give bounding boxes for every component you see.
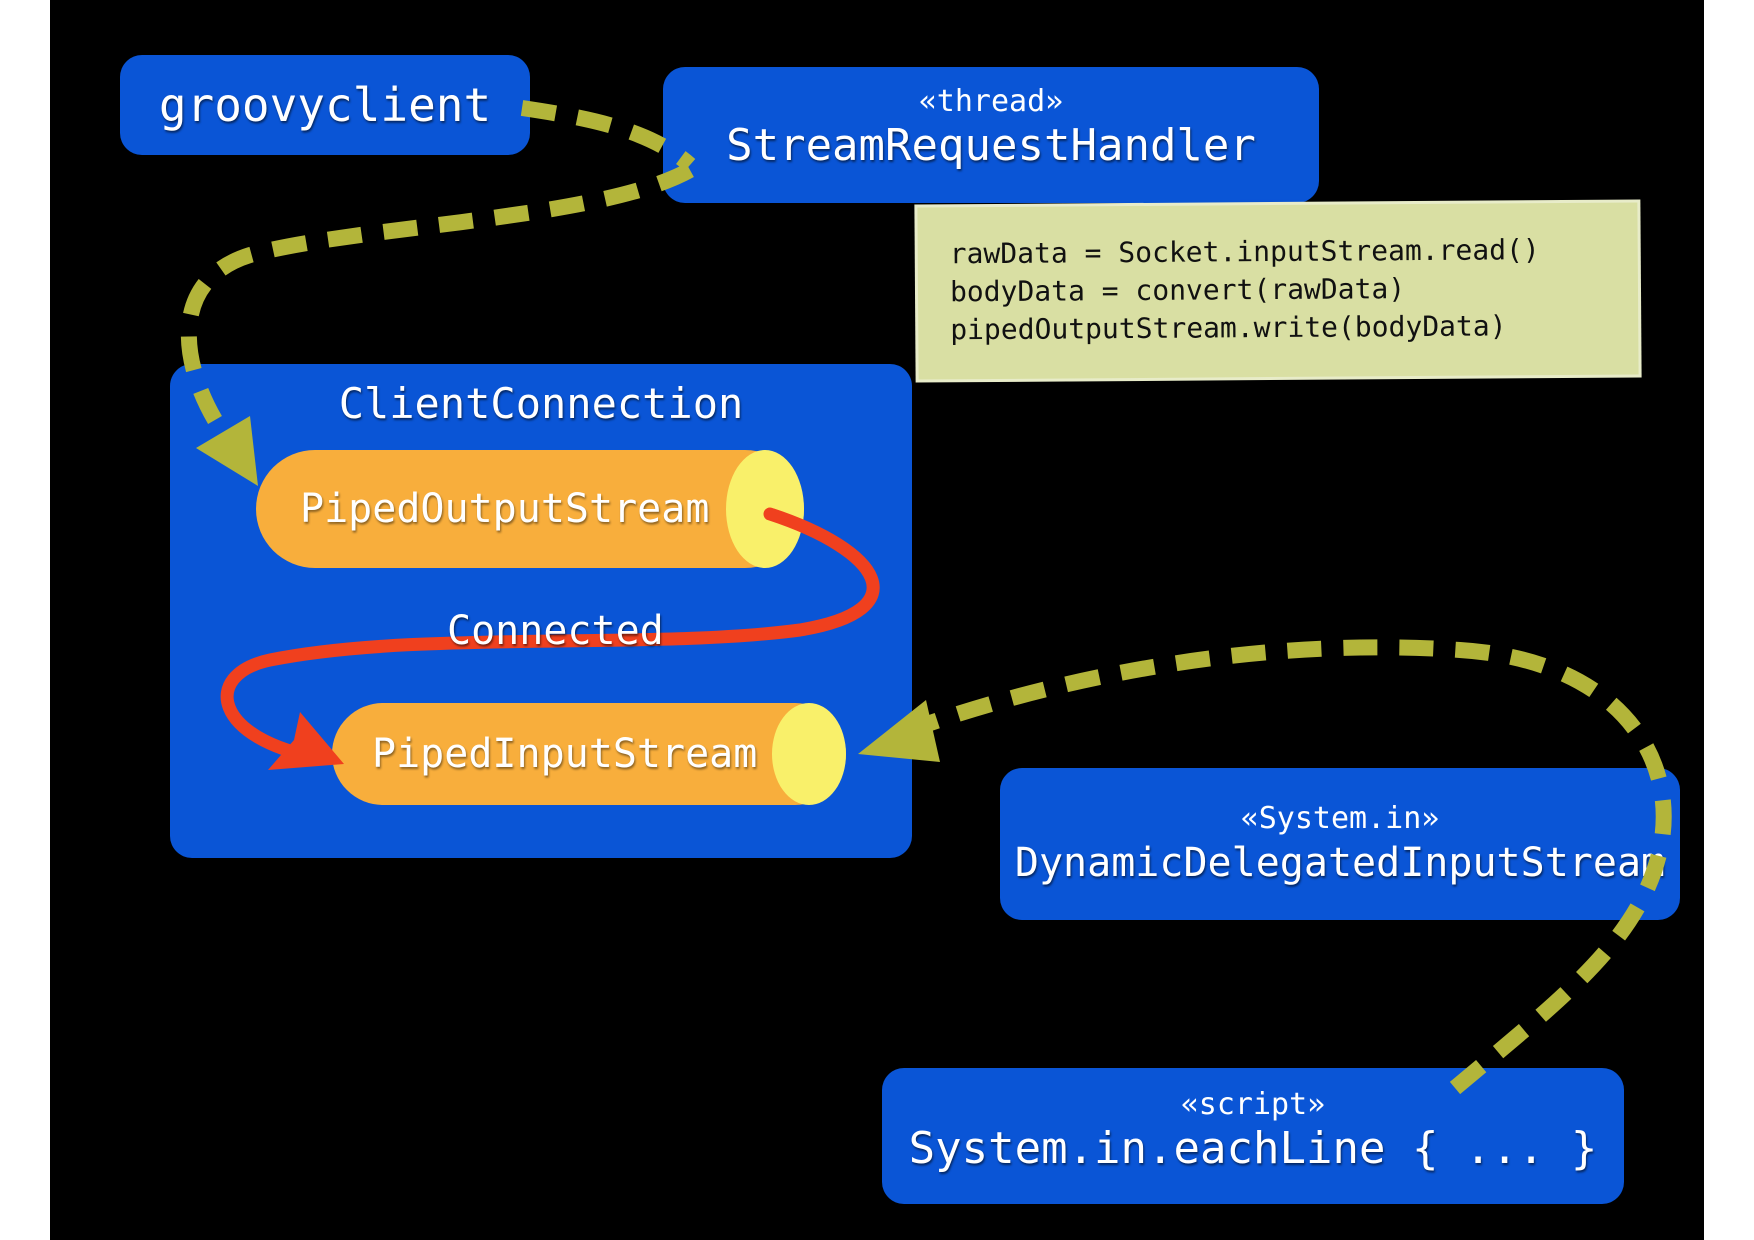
script-stereotype: «script» (1180, 1087, 1326, 1122)
red-arrow-connected (220, 507, 880, 765)
dashed-flow-arrows (180, 100, 1672, 1095)
piped-output-stream-cylinder: PipedOutputStream (256, 450, 804, 568)
groovyclient-box: groovyclient (120, 55, 530, 155)
dashed-arrow-handler-to-output (180, 162, 694, 425)
script-label: System.in.eachLine { ... } (908, 1123, 1598, 1174)
stream-request-handler-box: «thread» StreamRequestHandler (663, 67, 1319, 203)
piped-input-stream-cap (772, 703, 846, 805)
piped-output-stream-label: PipedOutputStream (300, 486, 710, 532)
handler-stereotype: «thread» (918, 84, 1064, 119)
dashed-arrow-script-to-input (907, 639, 1672, 1095)
connected-label: Connected (447, 608, 664, 654)
system-in-stereotype: «System.in» (1240, 801, 1440, 836)
dashed-arrow-head-input (858, 700, 940, 762)
piped-input-stream-cylinder: PipedInputStream (332, 703, 846, 805)
handler-label: StreamRequestHandler (726, 120, 1256, 171)
groovyclient-label: groovyclient (158, 78, 492, 132)
system-in-box: «System.in» DynamicDelegatedInputStream (1000, 768, 1680, 920)
client-connection-title: ClientConnection (338, 379, 744, 428)
piped-input-stream-label: PipedInputStream (372, 731, 758, 777)
system-in-label: DynamicDelegatedInputStream (1014, 840, 1666, 886)
dashed-arrow-groovyclient-to-handler (520, 100, 696, 172)
pipe-connection-arrow (220, 507, 880, 770)
piped-output-stream-cap (726, 450, 804, 568)
dashed-arrow-head-output (196, 416, 258, 486)
red-arrow-head (268, 712, 344, 770)
script-box: «script» System.in.eachLine { ... } (882, 1068, 1624, 1204)
